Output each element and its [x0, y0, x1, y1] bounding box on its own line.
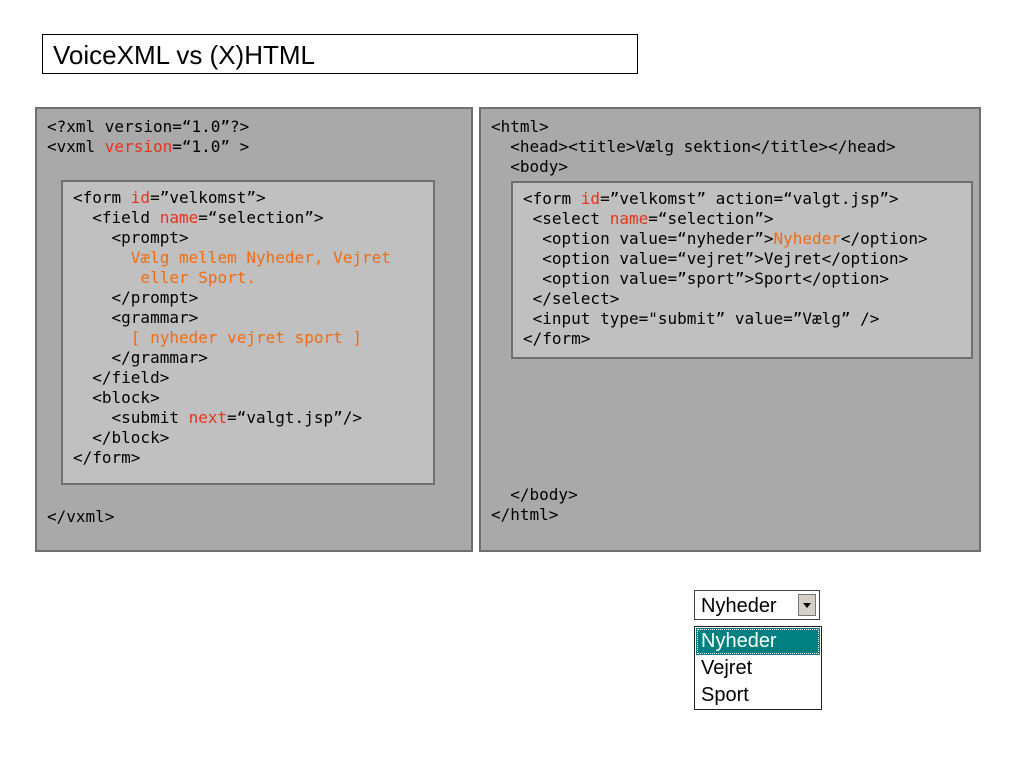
- option-text: Nyheder: [773, 229, 841, 248]
- vxml-line: <submit next=“valgt.jsp”/>: [73, 408, 362, 427]
- attribute-name: id: [580, 189, 601, 208]
- vxml-line: <?xml version=“1.0”?>: [47, 117, 250, 136]
- select-dropdown-list: Nyheder Vejret Sport: [694, 626, 822, 710]
- attribute-name: name: [609, 209, 649, 228]
- attribute-name: id: [130, 188, 151, 207]
- vxml-form-box: <form id=”velkomst”> <field name=“select…: [61, 180, 435, 485]
- vxml-line: <block>: [73, 388, 160, 407]
- attribute-name: next: [188, 408, 228, 427]
- select-option[interactable]: Vejret: [701, 657, 753, 679]
- vxml-line: </vxml>: [47, 507, 115, 526]
- section-select[interactable]: Nyheder: [694, 590, 820, 620]
- select-option[interactable]: Nyheder: [696, 628, 820, 655]
- vxml-line: </block>: [73, 428, 170, 447]
- html-line: <form id=”velkomst” action=“valgt.jsp”>: [523, 189, 899, 208]
- vxml-line: <grammar>: [73, 308, 199, 327]
- vxml-line: <prompt>: [73, 228, 189, 247]
- vxml-line: </form>: [73, 448, 141, 467]
- html-panel: <html> <head><title>Vælg sektion</title>…: [479, 107, 981, 552]
- vxml-line: </prompt>: [73, 288, 199, 307]
- html-line: <body>: [491, 157, 569, 176]
- html-line: <option value=”sport”>Sport</option>: [523, 269, 890, 288]
- html-line: </html>: [491, 505, 559, 524]
- html-line: <select name=“selection”>: [523, 209, 774, 228]
- vxml-line: </grammar>: [73, 348, 208, 367]
- html-line: </select>: [523, 289, 620, 308]
- vxml-line: <field name=“selection”>: [73, 208, 324, 227]
- html-line: <option value=“nyheder”>Nyheder</option>: [523, 229, 928, 248]
- select-value: Nyheder: [701, 595, 777, 617]
- vxml-panel: <?xml version=“1.0”?> <vxml version=“1.0…: [35, 107, 473, 552]
- html-line: </body>: [491, 485, 578, 504]
- attribute-name: version: [104, 137, 173, 156]
- html-line: <html>: [491, 117, 549, 136]
- prompt-text: eller Sport.: [73, 268, 257, 287]
- title-box: VoiceXML vs (X)HTML: [42, 34, 638, 74]
- vxml-line: <form id=”velkomst”>: [73, 188, 266, 207]
- vxml-line: <vxml version=“1.0” >: [47, 137, 250, 156]
- attribute-name: name: [159, 208, 199, 227]
- grammar-text: [ nyheder vejret sport ]: [73, 328, 362, 347]
- select-option[interactable]: Sport: [701, 684, 749, 706]
- html-line: </form>: [523, 329, 591, 348]
- chevron-down-icon[interactable]: [798, 594, 816, 616]
- slide-title: VoiceXML vs (X)HTML: [53, 40, 315, 70]
- html-line: <head><title>Vælg sektion</title></head>: [491, 137, 896, 156]
- prompt-text: Vælg mellem Nyheder, Vejret: [73, 248, 391, 267]
- html-form-box: <form id=”velkomst” action=“valgt.jsp”> …: [511, 181, 973, 359]
- html-line: <input type="submit” value=”Vælg” />: [523, 309, 880, 328]
- html-line: <option value=“vejret”>Vejret</option>: [523, 249, 909, 268]
- vxml-line: </field>: [73, 368, 170, 387]
